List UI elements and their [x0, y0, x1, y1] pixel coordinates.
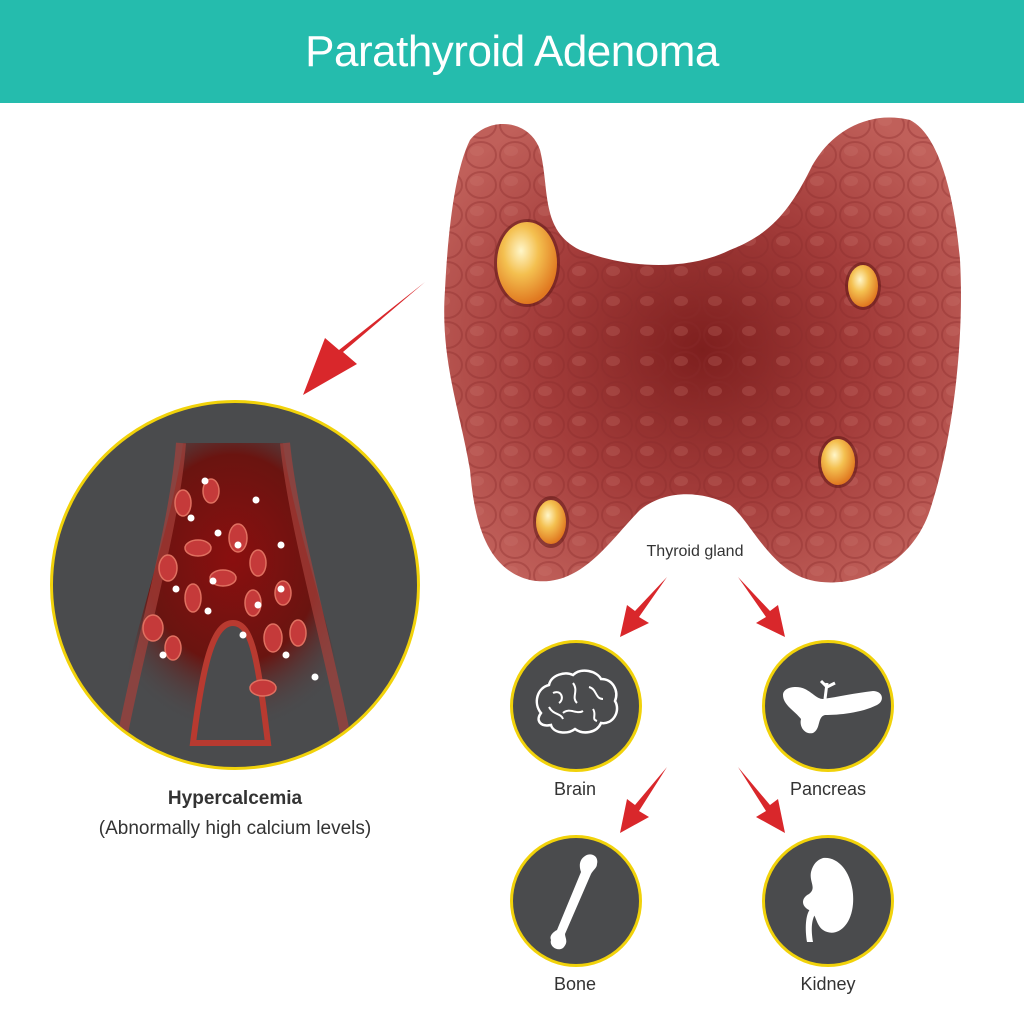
- arrow-down-left-icon: [303, 282, 425, 395]
- bone-icon: [550, 854, 598, 950]
- hypercalcemia-subtitle: (Abnormally high calcium levels): [98, 818, 372, 839]
- arrow-to-kidney-icon: [738, 767, 785, 833]
- organ-label-brain: Brain: [553, 779, 597, 799]
- organ-label-kidney: Kidney: [800, 974, 856, 994]
- organ-label-pancreas: Pancreas: [789, 779, 867, 799]
- blood-vessel-panel: [50, 400, 420, 770]
- kidney-circle: [762, 835, 894, 967]
- pancreas-circle: [762, 640, 894, 772]
- pancreas-icon: [783, 679, 882, 734]
- title-banner: Parathyroid Adenoma: [0, 0, 1024, 103]
- brain-circle: [510, 640, 642, 772]
- page-title: Parathyroid Adenoma: [305, 26, 719, 76]
- adenoma-nodule-lower-right: [818, 436, 858, 488]
- bone-circle: [510, 835, 642, 967]
- hypercalcemia-title: Hypercalcemia: [167, 788, 303, 809]
- blood-vessel-icon: [113, 442, 353, 746]
- arrow-to-bone-icon: [620, 767, 667, 833]
- adenoma-nodule-lower-left: [533, 496, 569, 548]
- kidney-icon: [803, 857, 854, 942]
- thyroid-gland-label: Thyroid gland: [646, 543, 744, 560]
- brain-icon: [535, 669, 619, 734]
- arrow-to-pancreas-icon: [738, 577, 785, 637]
- organ-label-bone: Bone: [553, 974, 597, 994]
- arrow-to-brain-icon: [620, 577, 667, 637]
- adenoma-nodule-upper-right: [845, 262, 881, 310]
- thyroid-gland-illustration: [444, 117, 961, 583]
- adenoma-nodule-upper-left: [494, 219, 560, 307]
